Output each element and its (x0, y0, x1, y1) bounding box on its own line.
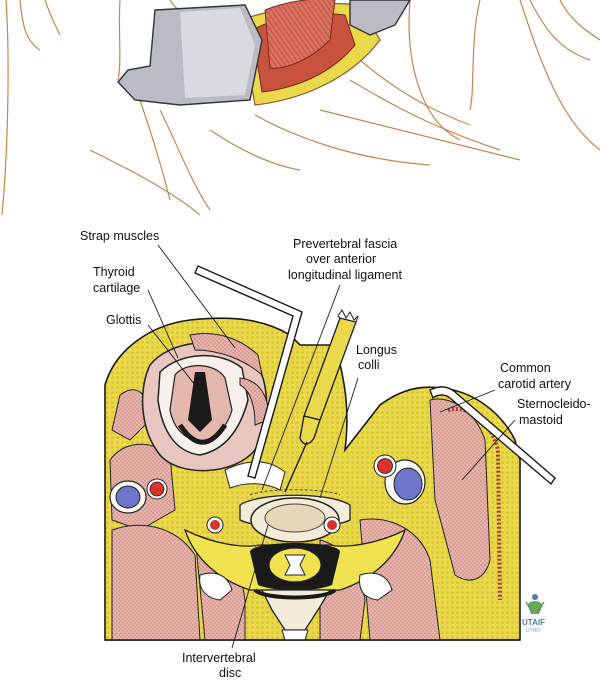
label-thyroid-cartilage-line2: cartilage (93, 281, 140, 295)
label-strap-muscles: Strap muscles (80, 229, 159, 243)
label-prevertebral-line1: Prevertebral fascia (293, 237, 397, 251)
intervertebral-disc (264, 503, 326, 533)
glottis-opening (188, 372, 212, 432)
longus-colli-exposed (264, 0, 336, 69)
leader-glottis (147, 324, 196, 386)
right-common-carotid-artery (377, 458, 393, 474)
spinal-gray-matter (284, 554, 306, 576)
right-vertebral-artery (327, 520, 337, 530)
left-internal-jugular-vein (115, 485, 141, 509)
leader-longus-colli (319, 377, 359, 499)
labels: Strap muscles Thyroid cartilage Glottis … (80, 229, 591, 680)
probe-tip-cone (299, 415, 321, 445)
right-retractor-body (429, 386, 556, 486)
sternocleidomastoid-muscle (429, 398, 491, 581)
canal-floor (253, 588, 337, 600)
label-disc-line2: disc (219, 666, 241, 680)
label-carotid-line1: Common (500, 361, 551, 375)
label-glottis: Glottis (106, 313, 141, 327)
skin-contour-lines (1, 0, 600, 216)
left-common-carotid-artery (149, 481, 165, 497)
label-prevertebral-line3: longitudinal ligament (288, 268, 402, 282)
leader-scm (461, 419, 516, 481)
right-retractor-instrument (429, 386, 556, 486)
watermark-brand: UTAIF (522, 618, 545, 627)
leader-thyroid-cartilage (147, 289, 179, 359)
leader-intervertebral-disc (231, 524, 269, 649)
watermark-logo: UTAIF UTHO (522, 594, 545, 634)
strap-muscles (189, 333, 263, 377)
label-longus-line1: Longus (356, 343, 397, 357)
leader-prevertebral-fascia (261, 284, 341, 491)
left-retractor-body (194, 265, 303, 479)
prevertebral-fascia (249, 489, 341, 496)
leader-carotid (439, 389, 496, 413)
left-retractor-highlight (180, 8, 255, 98)
label-longus-line2: colli (358, 358, 380, 372)
left-deep-muscles (111, 524, 201, 641)
strap-muscles-right (239, 377, 269, 426)
probe-broken-end (337, 309, 359, 323)
right-lamina (359, 572, 393, 601)
dissector-probe (284, 309, 359, 493)
label-carotid-line2: carotid artery (498, 377, 572, 391)
watermark-sub: UTHO (526, 628, 540, 634)
left-retractor-instrument (194, 265, 303, 479)
left-vertebral-artery (210, 520, 220, 530)
label-prevertebral-line2: over anterior (306, 252, 376, 266)
surgical-exposure-view (1, 0, 600, 216)
left-lamina (199, 572, 233, 601)
right-retractor (349, 0, 411, 36)
label-thyroid-cartilage-line1: Thyroid (93, 265, 135, 279)
right-internal-jugular-vein (393, 467, 423, 501)
label-scm-line1: Sternocleido- (517, 397, 591, 411)
spinous-tip (281, 629, 309, 641)
cricoid-ring (177, 423, 228, 445)
label-disc-line1: Intervertebral (182, 651, 256, 665)
leader-strap-muscles (157, 244, 236, 349)
probe-needle (284, 441, 308, 493)
label-scm-line2: mastoid (519, 413, 563, 427)
leader-lines (147, 244, 516, 649)
cross-section-view (104, 317, 521, 641)
watermark-figure-icon (525, 594, 545, 615)
